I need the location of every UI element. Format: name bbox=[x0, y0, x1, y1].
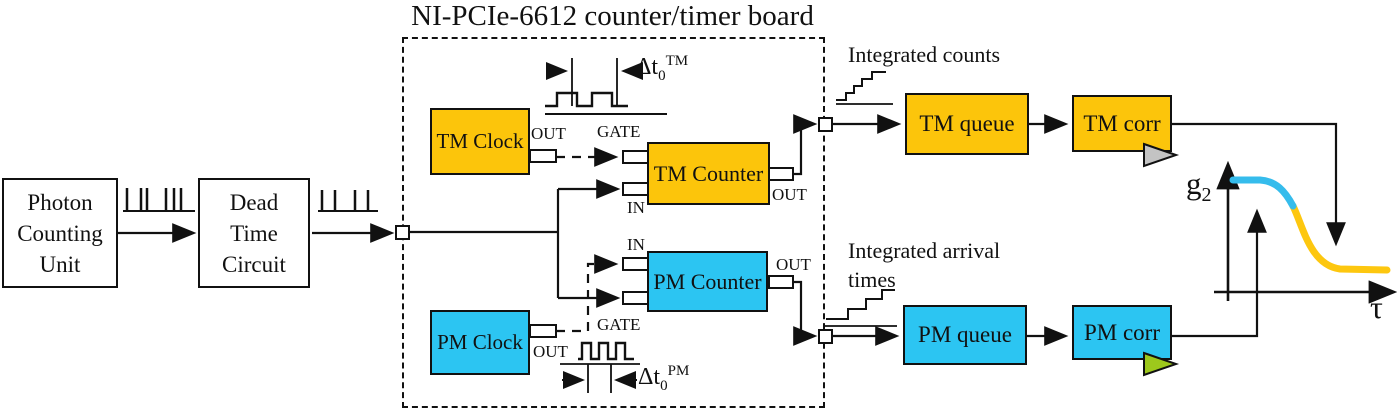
g2-curve-orange-segment bbox=[1289, 202, 1391, 274]
pm-clock-block: PM Clock bbox=[430, 310, 530, 375]
pm-clock-label: PM Clock bbox=[437, 330, 523, 354]
g2-axis-base: g bbox=[1186, 166, 1202, 201]
pm-counter-block: PM Counter bbox=[647, 251, 768, 312]
delta-t0-pm-sup: PM bbox=[667, 363, 690, 379]
integrated-counts-label: Integrated counts bbox=[848, 42, 1001, 67]
g2-plot bbox=[1214, 160, 1398, 304]
pm-queue-block: PM queue bbox=[903, 305, 1027, 365]
dead-time-circuit-label-line2: Time bbox=[230, 220, 278, 246]
g2-curve-cyan-segment bbox=[1229, 176, 1297, 210]
integrated-arrival-line2: times bbox=[848, 267, 896, 292]
photon-counting-unit-label-line1: Photon bbox=[27, 189, 93, 215]
tm-queue-block: TM queue bbox=[905, 93, 1029, 155]
integrated-counts-staircase-icon bbox=[836, 71, 893, 105]
tm-clock-out-label: OUT bbox=[531, 124, 566, 143]
g2-axis-label: g2 bbox=[1186, 168, 1212, 211]
board-title: NI-PCIe-6612 counter/timer board bbox=[411, 0, 814, 32]
delta-t0-pm-label: Δt0PM bbox=[638, 363, 689, 395]
wire-pmcorr-to-plot bbox=[1172, 208, 1267, 338]
tm-queue-label: TM queue bbox=[919, 111, 1015, 136]
tau-axis-label: τ bbox=[1370, 289, 1383, 325]
photon-counting-unit-label-line3: Unit bbox=[39, 251, 81, 277]
tm-counter-in-label: IN bbox=[627, 198, 645, 217]
photon-pulse-train-dense bbox=[123, 188, 195, 212]
integrated-arrival-times-label: Integrated arrival times bbox=[848, 236, 1000, 294]
ni-pcie-board-outline bbox=[402, 37, 825, 408]
tm-counter-label: TM Counter bbox=[653, 160, 764, 186]
arrival-times-staircase-icon bbox=[824, 289, 897, 327]
g2-axis-sub: 2 bbox=[1201, 184, 1212, 207]
dead-time-circuit-label-line3: Circuit bbox=[222, 251, 286, 277]
delta-t0-tm-base: Δt bbox=[636, 54, 659, 80]
delta-t0-tm-sub: 0 bbox=[658, 67, 666, 84]
photon-counting-unit-block: Photon Counting Unit bbox=[2, 178, 118, 288]
dead-time-circuit-label-line1: Dead bbox=[229, 189, 279, 215]
delta-t0-tm-sup: TM bbox=[665, 53, 689, 69]
pm-counter-gate-label: GATE bbox=[597, 315, 641, 334]
pm-clock-out-label: OUT bbox=[533, 342, 568, 361]
tm-counter-out-label: OUT bbox=[772, 185, 807, 204]
dead-time-circuit-block: Dead Time Circuit bbox=[198, 178, 310, 288]
delta-t0-pm-sub: 0 bbox=[660, 377, 668, 394]
delta-t0-pm-base: Δt bbox=[638, 364, 661, 390]
photon-counting-unit-label-line2: Counting bbox=[17, 220, 103, 246]
delta-t0-tm-label: Δt0TM bbox=[636, 53, 688, 85]
tm-clock-block: TM Clock bbox=[430, 108, 530, 175]
tm-corr-label: TM corr bbox=[1083, 110, 1161, 136]
tm-clock-label: TM Clock bbox=[436, 129, 524, 153]
pm-corr-block: PM corr bbox=[1072, 305, 1172, 360]
pm-corr-label: PM corr bbox=[1083, 319, 1161, 345]
pm-counter-label: PM Counter bbox=[653, 268, 762, 294]
pm-counter-in-label: IN bbox=[627, 235, 645, 254]
pm-counter-out-label: OUT bbox=[776, 255, 811, 274]
tm-counter-gate-label: GATE bbox=[597, 122, 641, 141]
tm-corr-block: TM corr bbox=[1072, 95, 1172, 152]
pm-queue-label: PM queue bbox=[918, 322, 1012, 347]
integrated-arrival-line1: Integrated arrival bbox=[848, 238, 1001, 263]
photon-pulse-train-sparse bbox=[318, 190, 378, 212]
tm-counter-block: TM Counter bbox=[647, 142, 770, 205]
